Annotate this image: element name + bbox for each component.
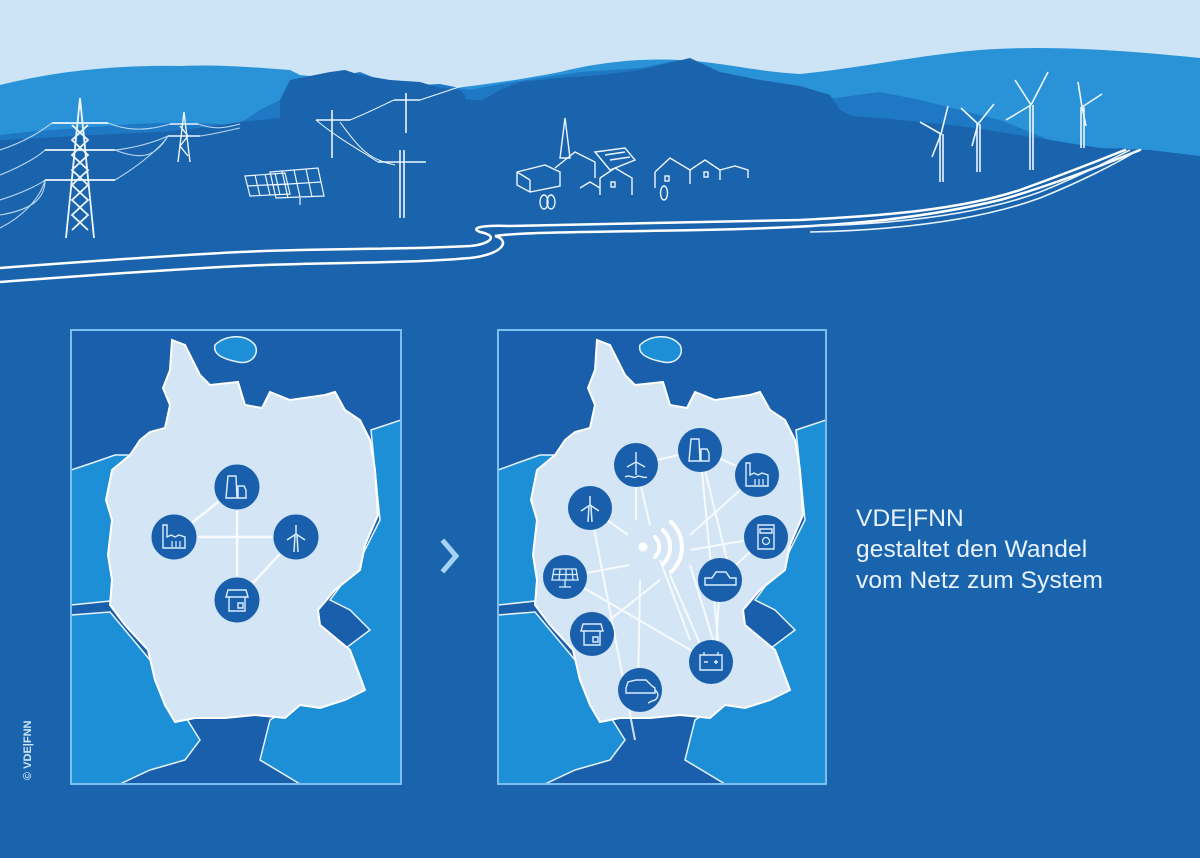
factory-node [735,453,779,497]
island [213,336,257,364]
solar-park [244,167,325,205]
map-after [497,329,827,785]
power-cables [809,149,1136,233]
river [0,148,1142,284]
wind-turbine-node [568,486,612,530]
car-node [698,558,742,602]
factory-node [150,513,198,561]
village [516,117,749,210]
headline-line-3: vom Netz zum System [856,567,1103,594]
headline-line-2: gestaltet den Wandel [856,536,1088,563]
solar-panel-node [543,555,587,599]
germany-land [104,338,380,724]
electric-car-node [618,668,662,712]
shop-node [570,612,614,656]
chevron-right-icon [440,538,460,574]
map-before [70,329,402,785]
offshore-wind-node [614,443,658,487]
power-plant-node [678,428,722,472]
shop-node [213,576,261,624]
cliff [280,58,1200,300]
copyright-notice: © VDE|FNN [22,720,34,780]
distribution-poles [315,85,463,218]
island [638,336,682,364]
wind-turbine-node [272,513,320,561]
map-frame [497,329,827,785]
wind-turbines [919,71,1103,182]
map-frame [70,329,402,785]
pylon-small [168,111,200,163]
transmission-lines [0,122,241,229]
headline: VDE|FNN gestaltet den Wandel vom Netz zu… [856,503,1103,596]
headline-brand: VDE|FNN [856,505,964,532]
meter-node [744,515,788,559]
pylon-large [45,97,115,239]
battery-node [689,640,733,684]
power-plant-node [213,463,261,511]
wireless-signal-icon [638,520,684,574]
